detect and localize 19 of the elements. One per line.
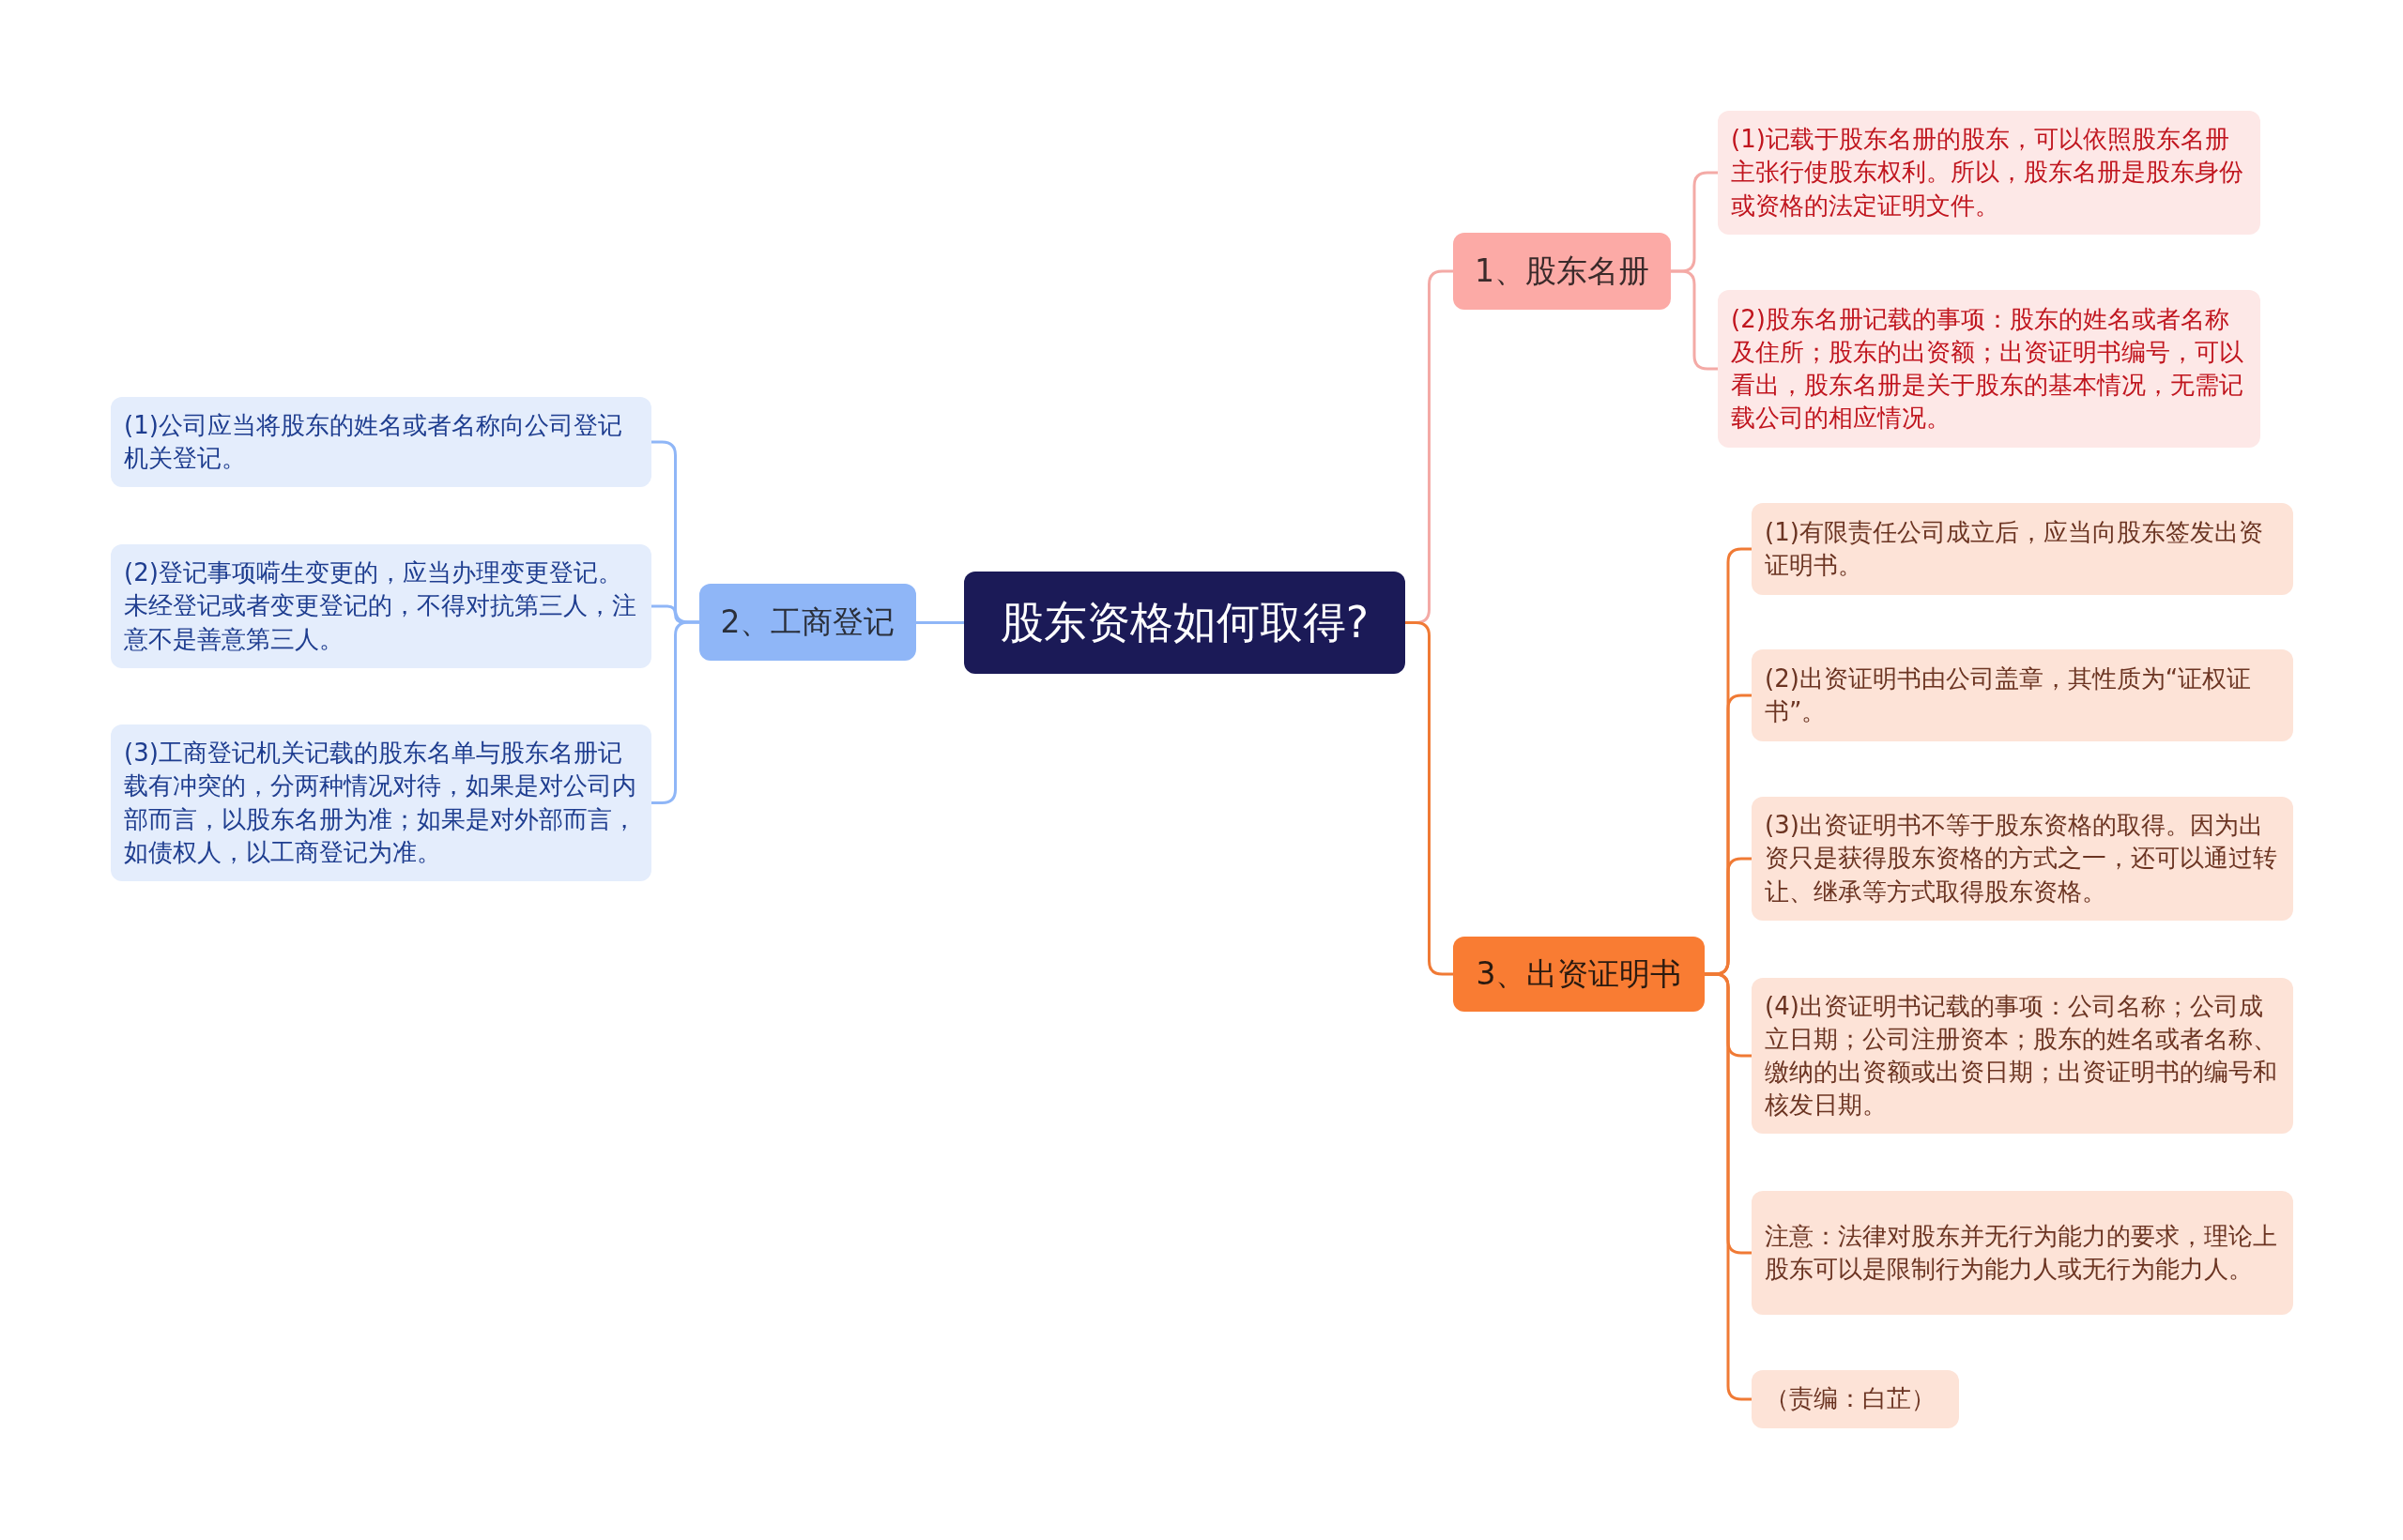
subtopic-box: (1)公司应当将股东的姓名或者名称向公司登记机关登记。 [111,397,651,487]
subtopic-box: 注意：法律对股东并无行为能力的要求，理论上股东可以是限制行为能力人或无行为能力人。 [1752,1191,2293,1315]
subtopic-box: (4)出资证明书记载的事项：公司名称；公司成立日期；公司注册资本；股东的姓名或者名称、缴纳的出资额或出资日期；出资证明书的编号和核发日期。 [1752,978,2293,1134]
connector-line [916,621,964,624]
connector-line [1705,972,1752,1401]
connector-line [1405,621,1453,976]
subtopic-box: (3)工商登记机关记载的股东名单与股东名册记载有冲突的，分两种情况对待，如果是对公司内部而言，以股东名册为准；如果是对外部而言，如债权人，以工商登记为准。 [111,724,651,881]
topic-box: 3、出资证明书 [1453,937,1705,1012]
central-topic-box: 股东资格如何取得? [964,572,1405,674]
subtopic-box: (2)出资证明书由公司盖章，其性质为“证权证书”。 [1752,649,2293,741]
topic-box: 1、股东名册 [1453,233,1671,310]
topic-box: 2、工商登记 [699,584,916,661]
subtopic-box: （责编：白芷） [1752,1370,1959,1428]
subtopic-box: (1)有限责任公司成立后，应当向股东签发出资证明书。 [1752,503,2293,595]
connector-line [1671,269,1718,371]
subtopic-box: (1)记载于股东名册的股东，可以依照股东名册主张行使股东权利。所以，股东名册是股东身份或资格的法定证明文件。 [1718,111,2260,235]
subtopic-box: (3)出资证明书不等于股东资格的取得。因为出资只是获得股东资格的方式之一，还可以通过转让、继承等方式取得股东资格。 [1752,797,2293,921]
subtopic-box: (2)股东名册记载的事项：股东的姓名或者名称及住所；股东的出资额；出资证明书编号，可以看出，股东名册是关于股东的基本情况，无需记载公司的相应情况。 [1718,290,2260,448]
subtopic-box: (2)登记事项嗬生变更的，应当办理变更登记。未经登记或者变更登记的，不得对抗第三人，注意不是善意第三人。 [111,544,651,668]
